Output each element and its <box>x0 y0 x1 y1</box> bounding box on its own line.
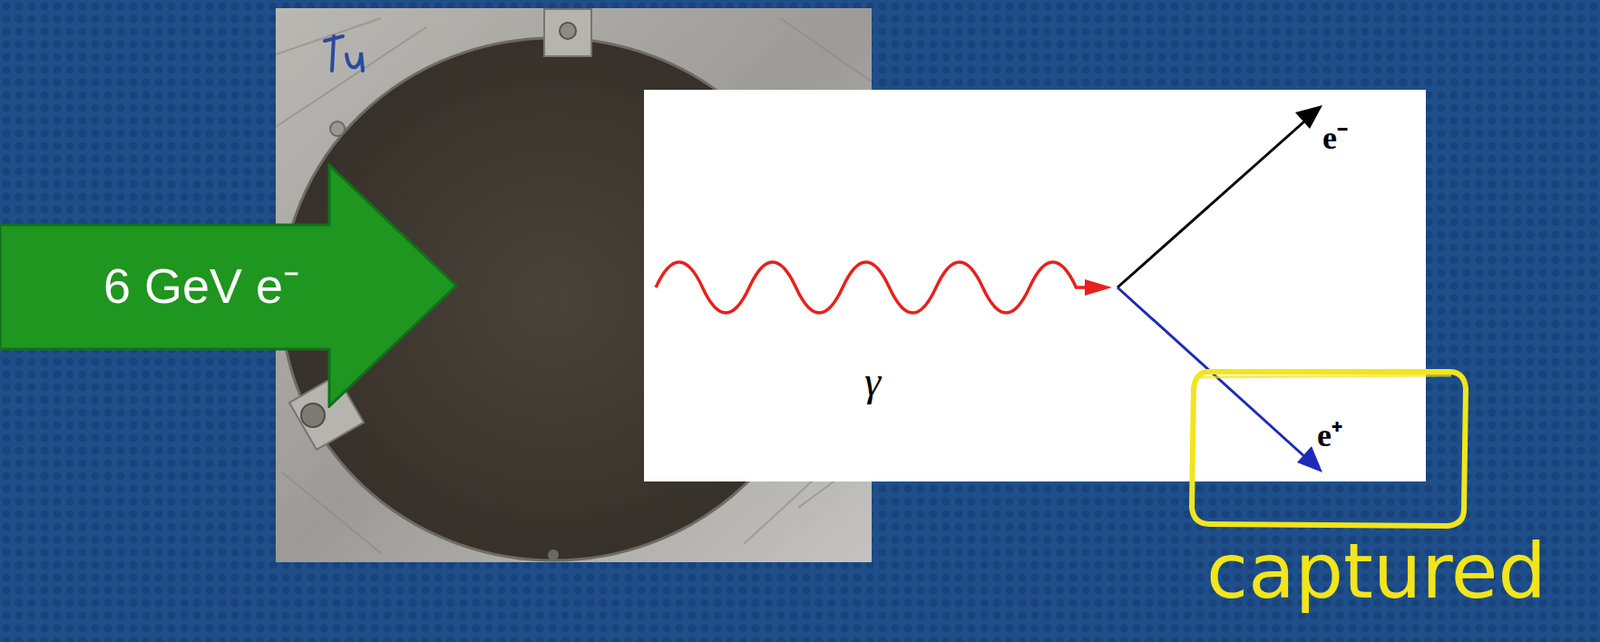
feynman-panel <box>643 89 1426 482</box>
beam-arrow: 6 GeV e⁻ <box>0 163 459 409</box>
electron-arrowhead <box>1295 105 1323 129</box>
beam-label: 6 GeV e⁻ <box>103 261 300 311</box>
capture-highlight-box <box>1191 371 1466 527</box>
photon-symbol: γ <box>864 357 881 406</box>
electron-label: e⁻ <box>1322 114 1348 159</box>
photon-wave <box>655 262 1102 313</box>
electron-line <box>1117 121 1305 288</box>
photon-arrowhead <box>1084 279 1113 296</box>
positron-label: e⁺ <box>1317 411 1343 457</box>
captured-note: captured <box>1206 526 1547 616</box>
